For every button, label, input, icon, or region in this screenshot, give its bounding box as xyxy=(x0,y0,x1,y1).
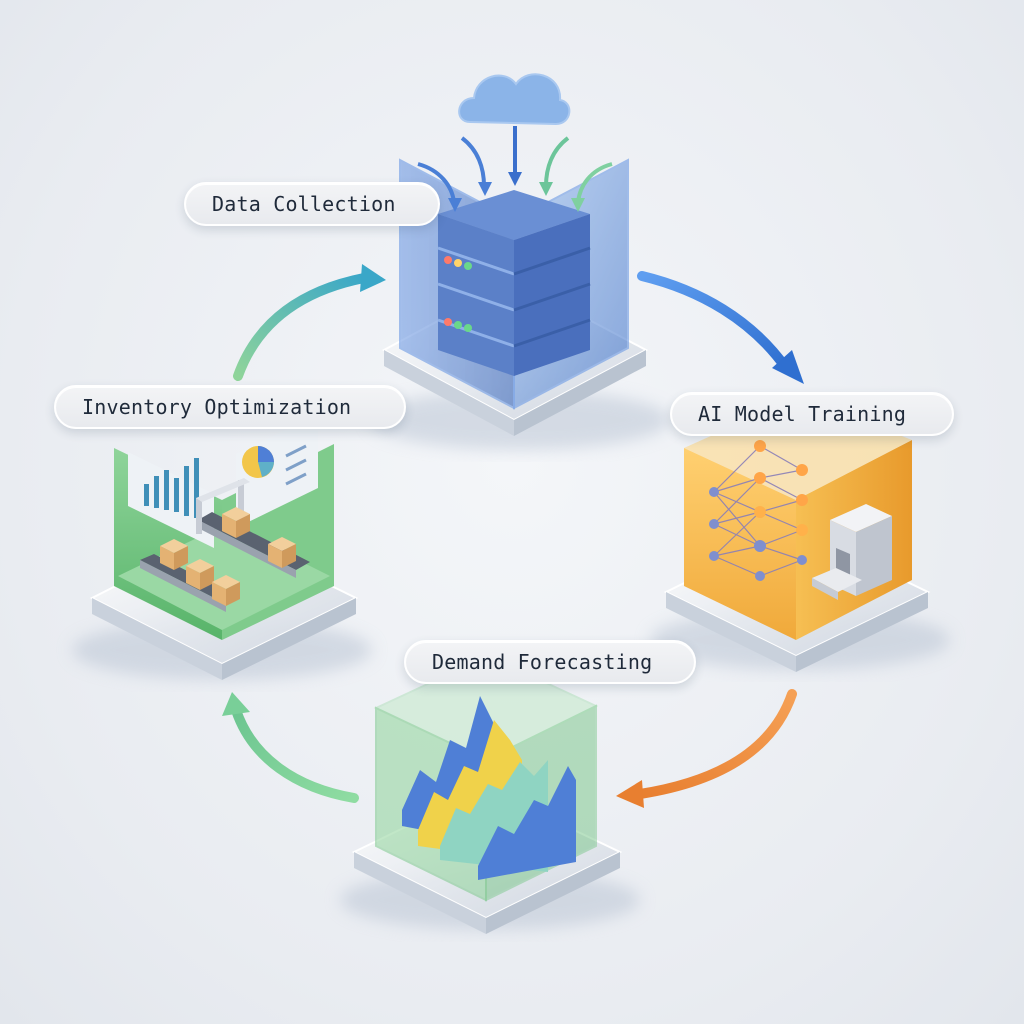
cloud-icon xyxy=(458,73,571,126)
machine-icon xyxy=(812,504,892,600)
incoming-data-arrows xyxy=(417,126,613,212)
bar-chart-icon xyxy=(128,452,214,548)
pie-chart-icon xyxy=(236,414,318,528)
stage-ai-model-training xyxy=(650,396,950,672)
arrow-inventory-to-data xyxy=(233,264,386,381)
arrow-ai-to-demand xyxy=(616,689,797,808)
neural-network-icon xyxy=(713,445,803,577)
label-ai-model-training: AI Model Training xyxy=(670,392,954,436)
neural-network-nodes xyxy=(709,440,808,581)
label-inventory-optimization: Inventory Optimization xyxy=(54,385,406,429)
box-icon xyxy=(160,507,296,606)
server-rack-icon xyxy=(437,190,591,376)
stage-data-collection xyxy=(370,73,670,450)
arrow-data-to-ai xyxy=(637,271,804,384)
label-data-collection: Data Collection xyxy=(184,182,440,226)
stage-inventory-optimization xyxy=(72,414,372,680)
stage-demand-forecasting xyxy=(340,654,640,934)
arrow-demand-to-inventory xyxy=(222,692,359,803)
label-demand-forecasting: Demand Forecasting xyxy=(404,640,696,684)
area-chart-icon xyxy=(402,696,576,880)
